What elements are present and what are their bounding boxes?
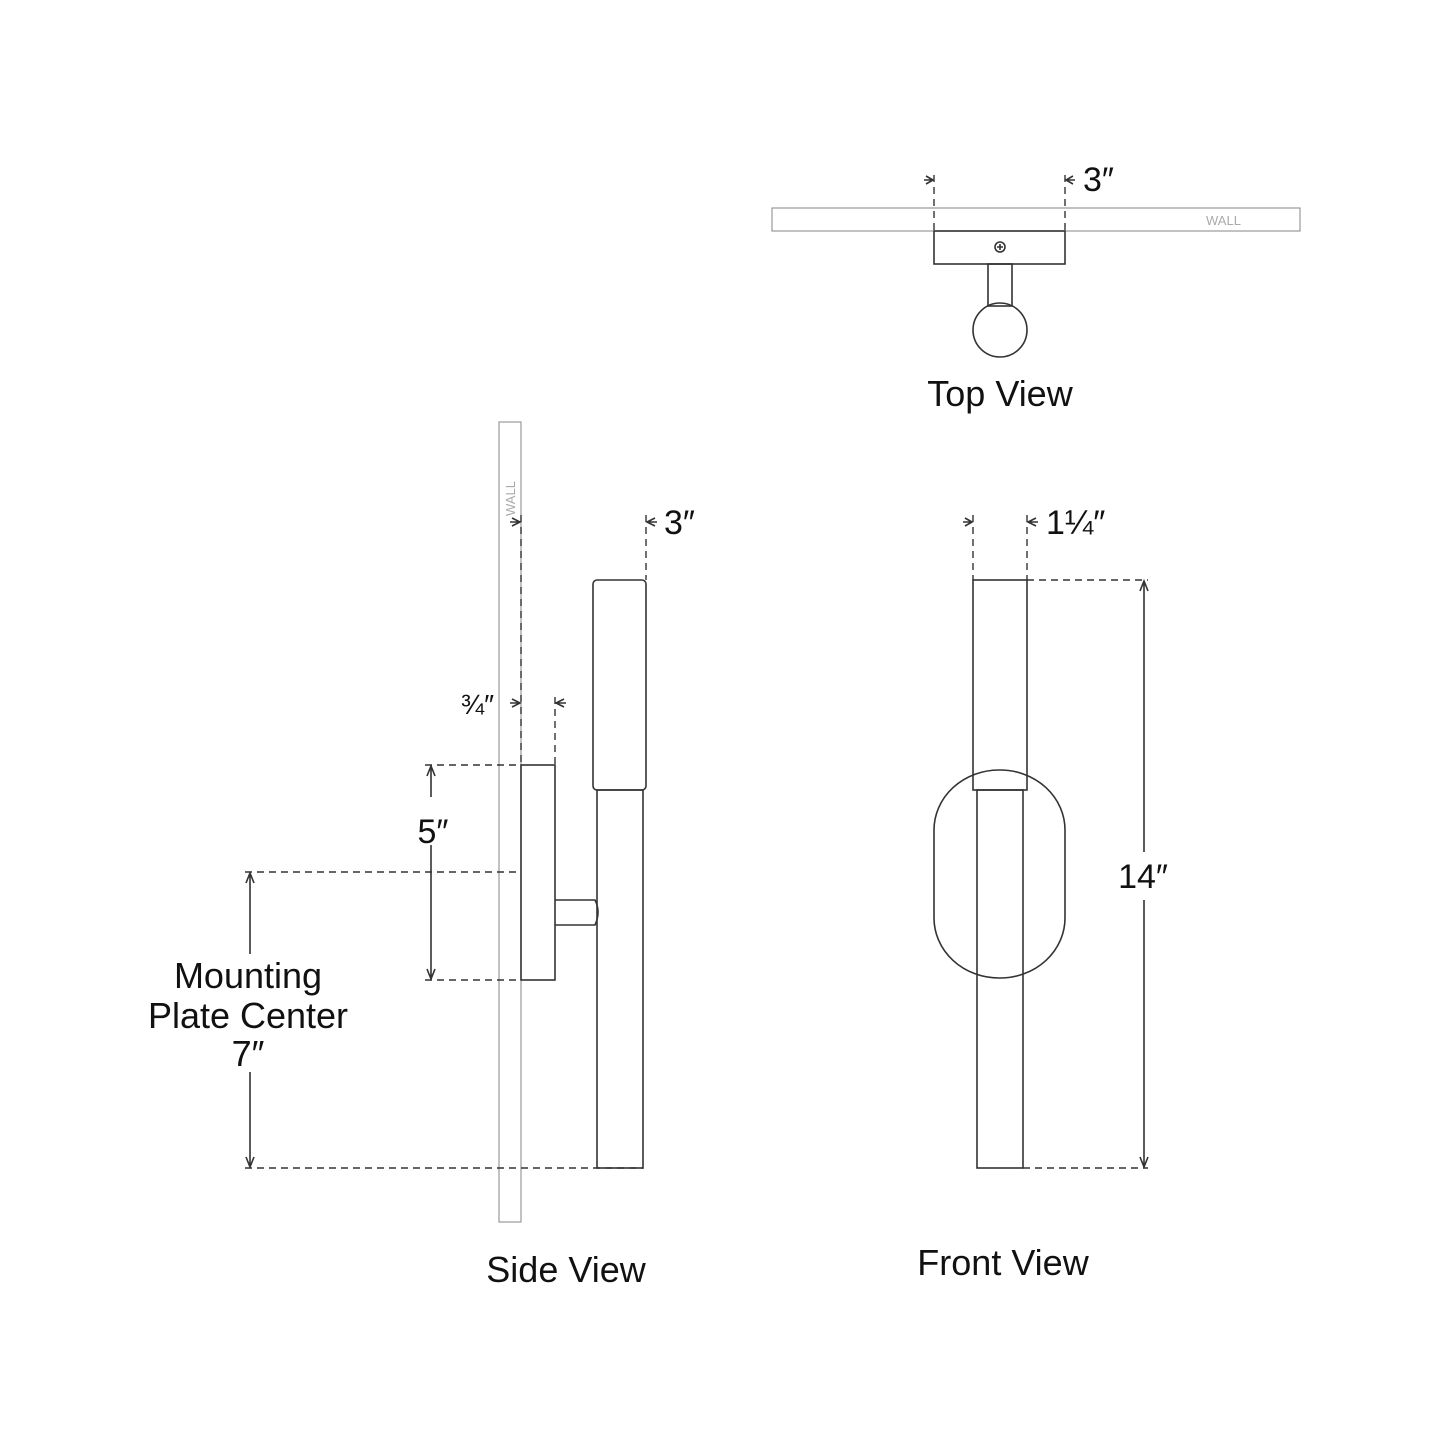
backplate	[933, 769, 1066, 979]
wall-label: WALL	[503, 481, 518, 516]
shade	[592, 579, 647, 791]
shade	[972, 579, 1028, 791]
side-view-label: Side View	[486, 1249, 646, 1290]
front-width-dim: 1¼″	[1046, 504, 1105, 542]
mount-dim: 7″	[232, 1033, 265, 1074]
projection-dim: 3″	[664, 504, 695, 542]
top-view-label: Top View	[927, 373, 1073, 414]
top-width-dim: 3″	[1083, 161, 1114, 199]
plate-depth-dim: ¾″	[461, 689, 494, 720]
mount-label-line1: Mounting	[174, 955, 322, 996]
shade	[972, 302, 1028, 358]
arm	[987, 263, 1013, 307]
side-view: WALL ¾″ 3″ 5″ Mounting Plate Center 7″ S…	[148, 421, 695, 1290]
front-view-label: Front View	[917, 1242, 1089, 1283]
arm	[555, 899, 599, 926]
front-height-dim: 14″	[1118, 858, 1168, 896]
rod	[596, 789, 644, 1169]
top-view: WALL 3″ Top View	[771, 161, 1301, 414]
screw-icon	[994, 241, 1006, 253]
rod	[976, 789, 1024, 1169]
backplate	[520, 764, 556, 981]
wall-section	[498, 421, 522, 1223]
mount-label-line2: Plate Center	[148, 995, 348, 1036]
front-view: 1¼″ 14″ Front View	[917, 504, 1168, 1283]
plate-height-dim: 5″	[418, 813, 449, 851]
wall-label: WALL	[1206, 213, 1241, 228]
